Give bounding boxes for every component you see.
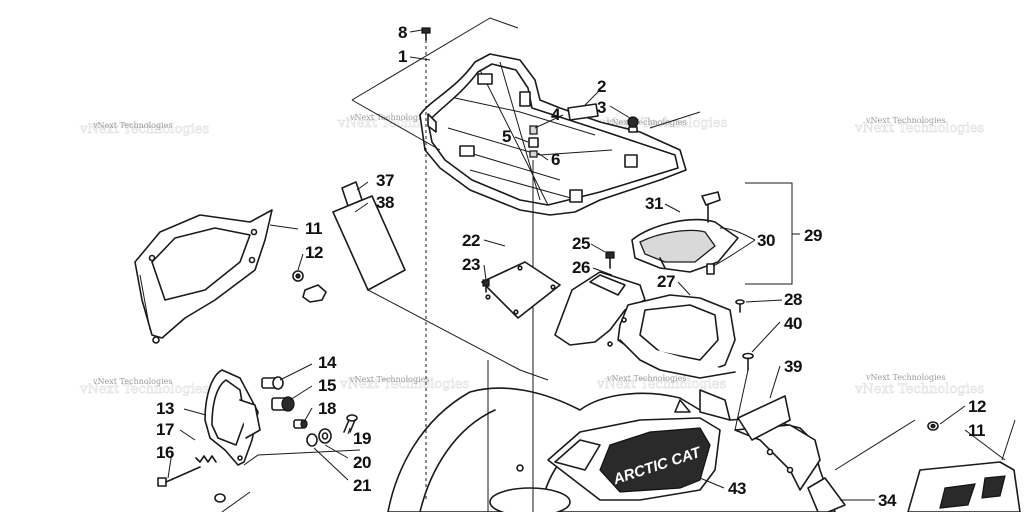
lid-31 bbox=[631, 218, 739, 273]
decal-38 bbox=[332, 195, 406, 291]
callout-27: 27 bbox=[657, 272, 675, 291]
callout-4: 4 bbox=[551, 105, 561, 124]
storage-box-27 bbox=[617, 294, 736, 379]
callout-13: 13 bbox=[156, 399, 174, 418]
callout-18: 18 bbox=[318, 399, 336, 418]
push-fastener bbox=[302, 284, 327, 303]
callout-25: 25 bbox=[572, 234, 590, 253]
callout-14: 14 bbox=[318, 353, 337, 372]
callout-38: 38 bbox=[376, 193, 394, 212]
screw-19 bbox=[343, 414, 358, 433]
watermark-shadow: vNext Technologies bbox=[854, 382, 984, 397]
callout-17: 17 bbox=[156, 420, 174, 439]
screw-25 bbox=[605, 251, 615, 269]
fastener-stack-4-5-6 bbox=[528, 125, 539, 158]
spring-17 bbox=[195, 455, 217, 463]
callout-12-left: 12 bbox=[305, 243, 323, 262]
watermark-4: vNext Technologies vNext Technologies bbox=[854, 116, 985, 136]
callout-3: 3 bbox=[597, 98, 606, 117]
watermark-5: vNext Technologies vNext Technologies bbox=[79, 377, 210, 397]
callout-22: 22 bbox=[462, 231, 480, 250]
decal-2 bbox=[567, 103, 599, 121]
nut-12-left bbox=[292, 270, 304, 282]
callout-28: 28 bbox=[784, 290, 802, 309]
watermark-text: vNext Technologies bbox=[349, 375, 429, 384]
side-panel-right bbox=[907, 461, 1021, 512]
washer-20 bbox=[306, 433, 318, 447]
callout-11-left: 11 bbox=[305, 219, 322, 238]
watermark-text: vNext Technologies bbox=[92, 121, 172, 130]
callout-19: 19 bbox=[353, 429, 371, 448]
callout-37: 37 bbox=[376, 171, 394, 190]
watermark-1: vNext Technologies vNext Technologies bbox=[79, 121, 210, 137]
latch-30 bbox=[701, 191, 721, 275]
watermark-text: vNext Technologies bbox=[606, 118, 686, 127]
watermark-shadow: vNext Technologies bbox=[596, 377, 726, 392]
callout-1: 1 bbox=[398, 47, 407, 66]
callout-15: 15 bbox=[318, 376, 336, 395]
pad-22 bbox=[481, 261, 561, 319]
callout-11-right: 11 bbox=[968, 421, 985, 440]
callout-26: 26 bbox=[572, 258, 590, 277]
callout-20: 20 bbox=[353, 453, 371, 472]
watermark-text: vNext Technologies bbox=[865, 373, 945, 382]
bulb-14 bbox=[261, 376, 284, 390]
callout-40: 40 bbox=[784, 314, 802, 333]
callout-34: 34 bbox=[878, 491, 897, 510]
washer-bottom bbox=[214, 493, 226, 503]
callout-30: 30 bbox=[757, 231, 775, 250]
taillight-plane bbox=[221, 449, 361, 512]
decal-34 bbox=[807, 477, 846, 512]
nut-12-right bbox=[927, 421, 939, 431]
leader-decal-38-plane bbox=[367, 289, 549, 381]
callout-8: 8 bbox=[398, 23, 407, 42]
watermark-shadow: vNext Technologies bbox=[79, 382, 209, 397]
rack-plane-outline bbox=[351, 17, 701, 151]
grommet-18 bbox=[293, 419, 308, 429]
callout-21: 21 bbox=[353, 476, 371, 495]
callout-12-right: 12 bbox=[968, 397, 986, 416]
watermark-shadow: vNext Technologies bbox=[339, 377, 469, 392]
watermark-text: vNext Technologies bbox=[865, 116, 945, 125]
storage-recess: ARCTIC CAT bbox=[547, 417, 721, 501]
watermark-7: vNext Technologies vNext Technologies bbox=[596, 374, 727, 392]
watermark-text: vNext Technologies bbox=[92, 377, 172, 386]
socket-15 bbox=[271, 396, 295, 412]
watermark-text: vNext Technologies bbox=[349, 113, 429, 122]
callout-labels: 8 1 2 3 4 5 6 37 38 31 29 30 11 12 22 23… bbox=[156, 23, 986, 510]
watermark-6: vNext Technologies vNext Technologies bbox=[339, 375, 470, 392]
watermark-shadow: vNext Technologies bbox=[854, 121, 984, 136]
watermark-8: vNext Technologies vNext Technologies bbox=[854, 373, 985, 397]
side-panel-left bbox=[134, 209, 273, 344]
cover-26 bbox=[554, 271, 646, 347]
washer-21 bbox=[318, 428, 332, 444]
rivet-28 bbox=[735, 299, 745, 313]
callout-6: 6 bbox=[551, 150, 560, 169]
callout-23: 23 bbox=[462, 255, 480, 274]
right-panel-plane bbox=[834, 419, 1016, 471]
callout-5: 5 bbox=[502, 127, 511, 146]
watermark-shadow: vNext Technologies bbox=[79, 122, 209, 137]
bolt-8 bbox=[421, 27, 431, 500]
callout-39: 39 bbox=[784, 357, 802, 376]
callout-43: 43 bbox=[728, 479, 746, 498]
cargo-rack bbox=[419, 53, 687, 216]
callout-29: 29 bbox=[804, 226, 822, 245]
callout-31: 31 bbox=[645, 194, 663, 213]
knob-3 bbox=[627, 116, 639, 133]
leader-lines bbox=[167, 29, 1006, 501]
bolt-16 bbox=[157, 466, 201, 487]
decal-39 bbox=[737, 395, 791, 441]
screw-23 bbox=[482, 279, 490, 293]
bracket-29 bbox=[745, 182, 800, 285]
rivet-40 bbox=[742, 352, 754, 371]
leader-40-vertical bbox=[734, 369, 749, 431]
taillight-13 bbox=[204, 369, 261, 466]
callout-2: 2 bbox=[597, 77, 606, 96]
callout-16: 16 bbox=[156, 443, 174, 462]
watermark-text: vNext Technologies bbox=[606, 374, 686, 383]
